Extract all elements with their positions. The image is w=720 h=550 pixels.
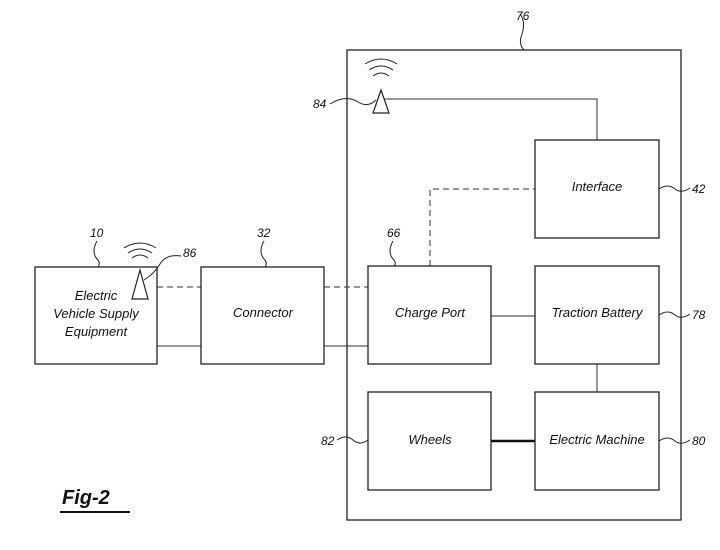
interface-block: Interface — [534, 139, 660, 239]
wheels-ref: 82 — [321, 434, 335, 448]
evse-ref: 10 — [90, 226, 104, 240]
electric-machine-ref: 80 — [692, 434, 706, 448]
connection-lines — [157, 98, 598, 443]
vehicle-leader-line — [519, 13, 525, 51]
wheels-block: Wheels — [367, 391, 492, 491]
traction-battery-ref: 78 — [692, 308, 706, 322]
traction-battery-block: Traction Battery — [534, 265, 660, 365]
figure-label-group: Fig-2 — [60, 487, 130, 513]
evse-label-line-2: Vehicle Supply — [53, 306, 140, 321]
wheels-label: Wheels — [408, 432, 452, 447]
electric-machine-block: Electric Machine — [534, 391, 660, 491]
traction-battery-label: Traction Battery — [552, 305, 644, 320]
electric-machine-label: Electric Machine — [549, 432, 644, 447]
evse-antenna-icon — [123, 242, 157, 300]
evse-label-line-1: Electric — [75, 288, 118, 303]
connector-block: Connector — [200, 266, 325, 365]
interface-label: Interface — [572, 179, 623, 194]
interface-ref: 42 — [692, 182, 706, 196]
charge-port-ref: 66 — [387, 226, 401, 240]
vehicle-ref: 76 — [516, 9, 530, 23]
chargeport-interface-comm-line — [429, 188, 535, 266]
connector-label: Connector — [233, 305, 294, 320]
figure-label: Fig-2 — [62, 487, 110, 509]
connector-ref: 32 — [257, 226, 271, 240]
reference-numerals: 10 86 32 66 84 42 78 80 82 — [90, 97, 706, 448]
charge-port-label: Charge Port — [395, 305, 466, 320]
evse-label-line-3: Equipment — [65, 324, 129, 339]
interface-antenna-line — [381, 98, 598, 140]
charge-port-block: Charge Port — [367, 265, 492, 365]
vehicle-antenna-icon — [364, 58, 398, 114]
evse-antenna-ref: 86 — [183, 246, 197, 260]
vehicle-antenna-ref: 84 — [313, 97, 327, 111]
